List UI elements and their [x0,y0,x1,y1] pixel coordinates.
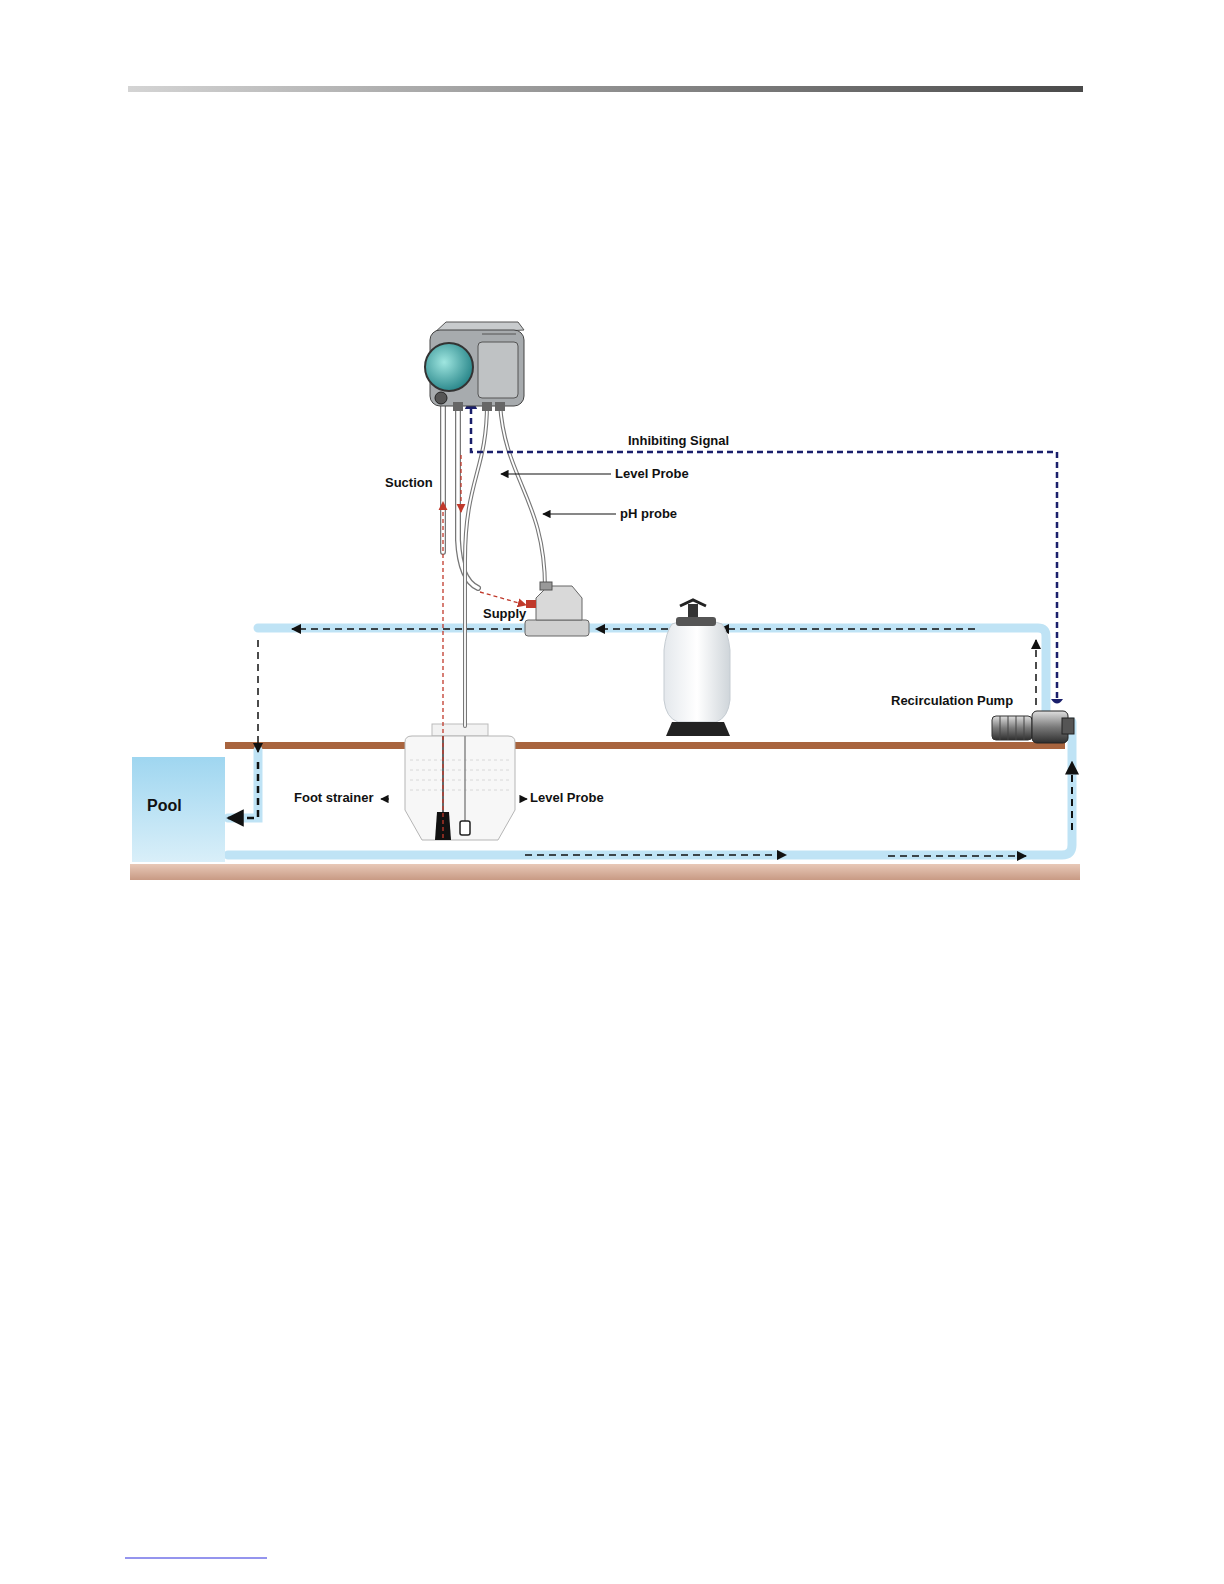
part-label: Foot strainer [294,790,373,805]
chemical-tank [405,724,515,840]
recirculation-pump [992,711,1074,743]
part-label: Recirculation Pump [891,693,1013,708]
part-label: Level Probe [615,466,689,481]
pool-label: Pool [147,797,225,815]
signal-label: Inhibiting Signal [628,433,729,448]
line-label: Suction [385,475,433,490]
part-label: Level Probe [530,790,604,805]
part-label: pH probe [620,506,677,521]
sand-filter [664,600,730,736]
probe-holder [525,582,589,636]
pool-box: Pool [132,757,225,862]
dosing-pump [425,322,524,411]
line-label: Supply [483,606,526,621]
